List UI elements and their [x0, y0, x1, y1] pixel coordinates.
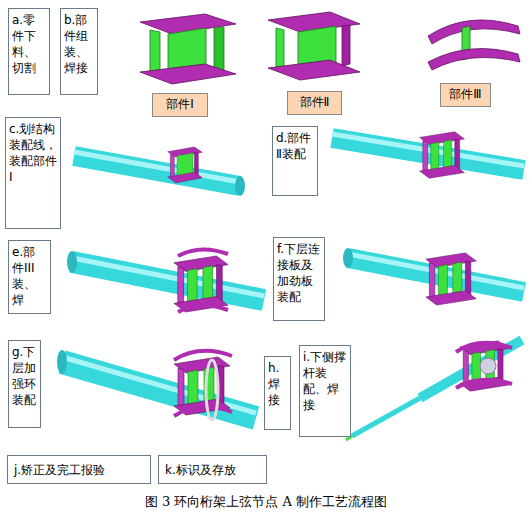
- step-box: f.下层连接板及加劲板装配: [273, 237, 325, 321]
- step-box: g.下层加强环装配: [8, 340, 41, 428]
- step-text: j.矫正及完工报验: [8, 456, 150, 481]
- part-one-on-pipe: [168, 147, 203, 183]
- part-label: 部件Ⅰ: [152, 93, 208, 117]
- step-box: d.部件Ⅱ装配: [272, 126, 318, 196]
- step-text: c.划结构装配线，装配部件Ⅰ: [6, 118, 60, 188]
- part-two: [268, 12, 360, 80]
- step-box: h.焊接: [264, 356, 291, 430]
- step-text: g.下层加强环装配: [9, 341, 40, 411]
- assembly-step-f: [426, 253, 476, 305]
- step-box: e.部件III装、焊: [8, 240, 51, 314]
- part-label: 部件Ⅲ: [440, 83, 491, 107]
- step-text: i.下侧撑杆装配、焊接: [300, 346, 350, 416]
- step-text: k.标识及存放: [159, 456, 266, 481]
- step-text: 部件Ⅰ: [153, 94, 207, 114]
- step-box: k.标识及存放: [158, 455, 267, 484]
- step-text: 部件Ⅲ: [441, 84, 490, 104]
- step-box: i.下侧撑杆装配、焊接: [299, 345, 351, 437]
- step-text: a.零件下料、切割: [9, 9, 49, 79]
- part-one: [140, 14, 236, 84]
- step-box: a.零件下料、切割: [8, 8, 50, 95]
- step-box: b.部件组装、焊接: [60, 8, 98, 95]
- part-three: [428, 20, 520, 70]
- step-box: c.划结构装配线，装配部件Ⅰ: [5, 117, 61, 229]
- step-text: f.下层连接板及加劲板装配: [274, 238, 324, 308]
- figure-caption: 图 3 环向桁架上弦节点 A 制作工艺流程图: [0, 493, 532, 511]
- step-box: j.矫正及完工报验: [7, 455, 151, 484]
- assembly-step-d: [420, 132, 465, 178]
- part-label: 部件Ⅱ: [287, 91, 342, 115]
- step-text: d.部件Ⅱ装配: [273, 127, 317, 165]
- step-text: b.部件组装、焊接: [61, 9, 97, 79]
- step-text: 部件Ⅱ: [288, 92, 341, 112]
- step-text: h.焊接: [265, 357, 290, 411]
- step-text: e.部件III装、焊: [9, 241, 50, 311]
